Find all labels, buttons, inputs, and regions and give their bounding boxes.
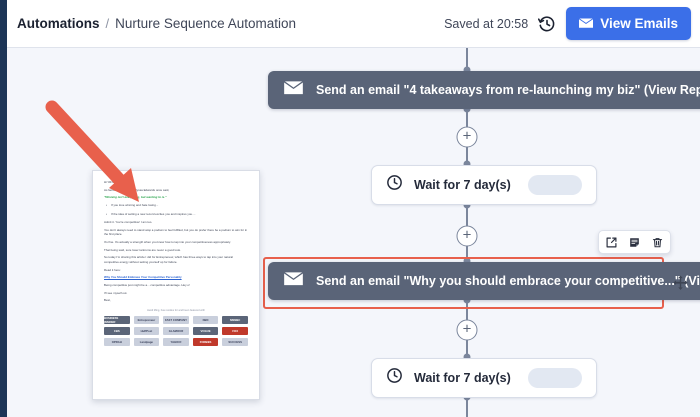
press-logo: YAHOO! xyxy=(163,337,189,346)
node-send-email-1[interactable]: Send an email "4 takeaways from re-launc… xyxy=(268,71,700,109)
envelope-icon xyxy=(284,271,303,291)
press-logo: HuffPost xyxy=(133,326,160,335)
note-copy-icon[interactable] xyxy=(629,237,640,248)
preview-body-line: You don't always need to stand atop a po… xyxy=(104,227,248,237)
page-header: Automations / Nurture Sequence Automatio… xyxy=(7,0,700,48)
node-label: Wait for 7 day(s) xyxy=(414,178,511,192)
connector-dot xyxy=(463,353,471,361)
automation-canvas[interactable]: + + + Send an email "4 takeaways from re… xyxy=(7,48,700,417)
saved-status-text: Saved at 20:58 xyxy=(444,16,529,31)
preview-closing-line: Best, xyxy=(104,298,111,303)
node-label: Send an email "4 takeaways from re-launc… xyxy=(316,83,700,97)
press-logo: MSNBC xyxy=(222,315,248,324)
press-logo: FOX xyxy=(222,326,248,335)
preview-closing-line: Being competitive just might be a... com… xyxy=(104,282,190,287)
app-left-rail xyxy=(0,0,7,417)
connector-dot xyxy=(463,66,471,74)
press-logo: FAST COMPANY xyxy=(163,315,189,324)
connector-dot xyxy=(463,201,471,209)
clock-icon xyxy=(386,367,403,389)
press-logo: CBS xyxy=(104,326,130,335)
envelope-icon xyxy=(284,80,303,100)
node-label: Wait for 7 day(s) xyxy=(414,371,511,385)
node-loading-pill xyxy=(527,368,582,388)
view-emails-label: View Emails xyxy=(600,16,678,31)
breadcrumb: Automations / Nurture Sequence Automatio… xyxy=(17,16,296,31)
preview-body-line: Read it here: xyxy=(104,267,121,272)
preview-body-line: So today I'm sharing this article I did … xyxy=(104,255,233,264)
press-logo: Landpage xyxy=(133,337,160,346)
trash-icon[interactable] xyxy=(652,237,663,248)
breadcrumb-root-link[interactable]: Automations xyxy=(17,16,100,31)
preview-bullets: If you love winning and hate losing... I… xyxy=(106,203,248,217)
press-logo: VOGUE xyxy=(192,326,219,335)
press-logo: GLAMOUR xyxy=(163,326,189,335)
preview-body-line: It's fine. It's actually a strength when… xyxy=(104,239,231,244)
breadcrumb-separator: / xyxy=(105,16,110,31)
breadcrumb-current-page: Nurture Sequence Automation xyxy=(115,16,296,31)
press-logo: BUSINESS INSIDER xyxy=(104,315,130,324)
preview-closing-line: I'll see myself out. xyxy=(104,290,128,295)
add-step-label: + xyxy=(462,226,472,244)
node-loading-pill xyxy=(527,175,582,195)
connector-dot xyxy=(463,105,471,113)
node-wait-1[interactable]: Wait for 7 day(s) xyxy=(371,165,597,205)
add-step-button[interactable]: + xyxy=(456,225,478,247)
envelope-icon xyxy=(579,18,594,29)
view-emails-button[interactable]: View Emails xyxy=(566,7,691,40)
add-step-label: + xyxy=(462,320,472,338)
add-step-button[interactable]: + xyxy=(456,319,478,341)
press-logo: SUCCESS xyxy=(222,337,248,346)
press-logo: OPRAH xyxy=(104,337,130,346)
preview-body-line: Admit it. You're competitive! I am too. xyxy=(104,220,153,225)
preview-quote: "Winning isn't everything, but wanting t… xyxy=(104,195,167,200)
connector-dot xyxy=(463,296,471,304)
press-logo: NBC xyxy=(192,315,219,324)
add-step-label: + xyxy=(462,127,472,145)
connector-dot xyxy=(463,257,471,265)
add-step-button[interactable]: + xyxy=(456,126,478,148)
preview-body-line: That being said, sore loser tantrums are… xyxy=(104,247,181,252)
press-logo: FORBES xyxy=(192,337,219,346)
connector-dot xyxy=(463,160,471,168)
preview-greeting: Hi %FIRSTNAME%, xyxy=(104,180,131,184)
node-action-toolbar[interactable] xyxy=(598,230,671,254)
preview-bullet: If you love winning and hate losing... xyxy=(106,203,248,208)
external-link-icon[interactable] xyxy=(606,237,617,248)
node-wait-2[interactable]: Wait for 7 day(s) xyxy=(371,358,597,398)
email-preview-thumbnail[interactable]: Hi %FIRSTNAME%, As famous drag queen Aly… xyxy=(92,170,260,400)
preview-logos-caption: Heidi Ming, has resides for and been fea… xyxy=(147,308,205,312)
header-actions: Saved at 20:58 View Emails xyxy=(444,7,691,40)
node-send-email-2-selected[interactable]: Send an email "Why you should embrace yo… xyxy=(268,262,700,300)
press-logo: Entrepreneur xyxy=(133,315,160,324)
preview-press-logo-grid: BUSINESS INSIDER Entrepreneur FAST COMPA… xyxy=(104,315,248,346)
preview-article-link[interactable]: Why You Should Embrace Your Competitive … xyxy=(104,275,182,280)
history-clock-icon[interactable] xyxy=(537,14,557,34)
clock-icon xyxy=(386,174,403,196)
move-handle-icon[interactable] xyxy=(671,274,689,292)
preview-intro: As famous drag queen Alyssa Edwards once… xyxy=(104,187,170,192)
node-label: Send an email "Why you should embrace yo… xyxy=(316,274,700,288)
preview-bullet: If the idea of setting a new record exci… xyxy=(106,212,248,217)
